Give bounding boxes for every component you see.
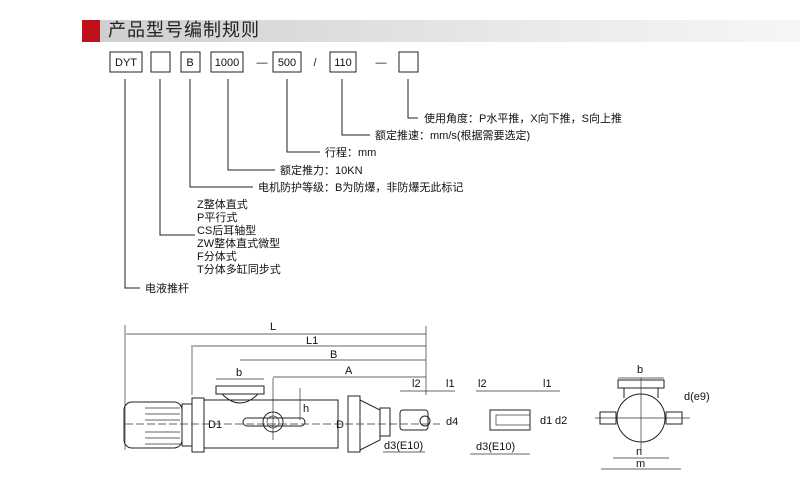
dimension-label: h [303,403,309,415]
drawing-stroke [181,403,193,447]
code-box-thrust: 1000 [210,51,244,73]
page-title: 产品型号编制规则 [108,20,260,41]
legend-thrust: 额定推力：10KN [280,163,363,177]
dimension-label: B [186,57,193,69]
drawing-stroke [398,51,419,73]
dimension-label: B [330,349,337,361]
drawing-stroke [399,409,429,431]
code-box-speed: 110 [329,51,357,73]
dimension-label: l1 [543,378,552,390]
drawing-stroke [221,393,259,404]
separator-slash: / [313,57,317,69]
side-view-drawing: L L1 B A b D1 h D [123,321,458,453]
header-bar [100,20,800,42]
leader-thrust [227,79,275,171]
leader-angle [407,79,418,119]
drawing-stroke [123,401,183,449]
code-box-protection: B [180,51,201,73]
drawing-stroke [329,51,357,73]
legend-speed: 额定推速：mm/s(根据需要选定) [375,128,530,142]
drawing-stroke [215,385,265,395]
dimension-label: d3(E10) [384,440,423,452]
separator-dash: — [376,57,387,69]
dimension-label: n [636,446,642,458]
legend-stroke: 行程：mm [325,146,376,159]
dimension-label: d3(E10) [476,441,515,453]
legend-product: 电液推杆 [145,281,189,295]
drawing-stroke [272,51,302,73]
legend-type: P平行式 [197,211,237,224]
dimension-label: b [637,364,643,376]
legend-type: F分体式 [197,249,237,263]
drawing-stroke [623,388,659,398]
drawing-stroke [145,407,180,445]
drawing-stroke [495,414,531,426]
leader-stroke [286,79,320,153]
dimension-label: L1 [306,335,318,347]
dimension-label: d2 [555,415,567,427]
dimension-label: l1 [446,378,455,390]
legend-type: CS后耳轴型 [197,223,256,237]
dimension-label: L [270,321,276,333]
code-box-type [150,51,171,73]
dimension-label: DYT [115,57,137,69]
code-box-stroke: 500 [272,51,302,73]
drawing-stroke [210,51,244,73]
separator-dash: — [257,57,268,69]
end-view-drawing: b d(e9) n m [595,364,710,470]
dimension-label: 110 [334,57,352,69]
drawing-stroke [266,415,280,429]
dimension-label: m [636,458,645,470]
dimension-label: d1 [540,415,552,427]
drawing-stroke [262,411,284,433]
dimension-label: 1000 [215,57,239,69]
drawing-stroke [419,415,431,427]
leader-type [159,79,195,236]
legend-angle: 使用角度：P水平推，X向下推，S向上推 [424,111,622,125]
drawing-stroke [242,417,306,427]
dimension-label: A [345,365,353,377]
legend-type: ZW整体直式微型 [197,236,280,250]
header-accent [82,20,100,42]
code-box-dyt: DYT [109,51,143,73]
dimension-label: b [236,367,242,379]
drawing-stroke [379,407,391,437]
dimension-label: d(e9) [684,391,710,403]
dimension-label: d4 [446,416,458,428]
dimension-label: D [336,419,344,431]
drawing-stroke [109,51,143,73]
drawing-stroke [359,399,381,451]
legend-type: Z整体直式 [197,197,248,211]
drawing-stroke [150,51,171,73]
dimension-label: l2 [478,378,487,390]
dimension-label: 500 [278,57,296,69]
drawing-stroke [180,51,201,73]
leader-protection [189,79,253,188]
code-box-angle [398,51,419,73]
drawing-stroke [191,397,205,453]
dimension-label: l2 [412,378,421,390]
rod-end-detail: l2 l1 d1 d2 d3(E10) [470,378,567,455]
leader-speed [341,79,370,136]
leader-product [124,79,140,289]
legend-protection: 电机防护等级：B为防爆，非防爆无此标记 [258,180,463,194]
dimension-label: D1 [208,419,222,431]
legend-type: T分体多缸同步式 [197,262,281,276]
